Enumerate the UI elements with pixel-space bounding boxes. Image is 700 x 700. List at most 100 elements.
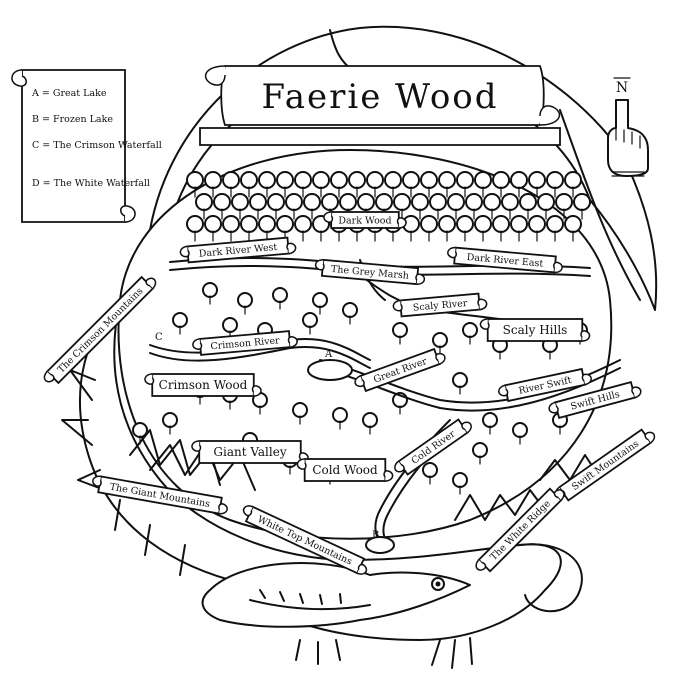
tree-icon — [237, 292, 253, 315]
tree-icon — [510, 171, 528, 198]
tree-icon — [312, 292, 328, 315]
tree-icon — [472, 442, 488, 465]
map-title: Faerie Wood — [261, 77, 498, 117]
tree-icon — [267, 193, 285, 220]
tree-icon — [492, 215, 510, 242]
lakes — [307, 359, 395, 554]
tree-icon — [302, 312, 318, 335]
compass: N — [607, 77, 649, 177]
tree-icon — [312, 171, 330, 198]
tree-icon — [555, 193, 573, 220]
legend-item-d: D = The White Waterfall — [32, 178, 150, 189]
tree-icon — [292, 402, 308, 425]
marker-c: C — [155, 332, 163, 343]
tree-icon — [375, 193, 393, 220]
dragon-body — [61, 299, 583, 669]
tree-icon — [231, 193, 249, 220]
label-scroll-scaly-river: Scaly River — [392, 292, 488, 318]
tree-icon — [474, 215, 492, 242]
label-scroll-cold-wood: Cold Wood — [296, 458, 394, 482]
tree-icon — [510, 215, 528, 242]
tree-icon — [537, 193, 555, 220]
tree-icon — [546, 215, 564, 242]
tree-icon — [429, 193, 447, 220]
tree-icon — [564, 171, 582, 198]
tree-icon — [276, 215, 294, 242]
legend-scroll: A = Great Lake B = Frozen Lake C = The C… — [11, 69, 162, 223]
tree-icon — [392, 322, 408, 345]
tree-icon — [402, 171, 420, 198]
region-label: Scaly River — [412, 298, 468, 314]
tree-icon — [462, 322, 478, 345]
label-scroll-dark-wood: Dark Wood — [323, 211, 407, 229]
tree-icon — [332, 407, 348, 430]
region-label: Swift Mountains — [570, 438, 641, 493]
tree-icon — [172, 312, 188, 335]
tree-icon — [222, 171, 240, 198]
tree-icon — [132, 422, 148, 445]
tree-icon — [573, 193, 591, 220]
tree-icon — [393, 193, 411, 220]
tree-icon — [162, 412, 178, 435]
tree-icon — [384, 171, 402, 198]
tree-icon — [258, 215, 276, 242]
region-label: Dark Wood — [338, 215, 391, 226]
legend-item-c: C = The Crimson Waterfall — [32, 140, 162, 151]
label-scroll-scaly-hills: Scaly Hills — [479, 318, 591, 342]
tree-icon — [465, 193, 483, 220]
tree-icon — [483, 193, 501, 220]
tree-icon — [420, 215, 438, 242]
tree-icon — [204, 215, 222, 242]
tree-icon — [213, 193, 231, 220]
tree-icon — [512, 422, 528, 445]
region-label: Cold Wood — [312, 463, 378, 477]
tree-icon — [432, 332, 448, 355]
tree-icon — [240, 215, 258, 242]
tree-icon — [438, 171, 456, 198]
pointing-hand-icon — [607, 99, 649, 177]
frozen-lake — [365, 536, 395, 554]
compass-letter: N — [616, 80, 628, 96]
tree-icon — [294, 215, 312, 242]
tree-icon — [411, 193, 429, 220]
tree-icon — [564, 215, 582, 242]
tree-icon — [186, 171, 204, 198]
tree-icon — [452, 472, 468, 495]
tree-icon — [294, 171, 312, 198]
marker-a: A — [324, 349, 333, 360]
tree-icon — [342, 302, 358, 325]
tree-icon — [482, 412, 498, 435]
great-lake — [307, 359, 353, 381]
tree-icon — [528, 171, 546, 198]
region-label: Giant Valley — [213, 445, 286, 459]
label-scroll-grey-marsh: The Grey Marsh — [314, 258, 426, 286]
tree-icon — [330, 171, 348, 198]
label-scroll-dark-river-west: Dark River West — [179, 236, 297, 264]
tree-icon — [452, 372, 468, 395]
label-scroll-crimson-wood: Crimson Wood — [144, 373, 262, 397]
tree-icon — [474, 171, 492, 198]
tree-icon — [186, 215, 204, 242]
tree-icon — [348, 171, 366, 198]
tree-icon — [366, 171, 384, 198]
label-scroll-crimson-river: Crimson River — [192, 330, 298, 356]
tree-icon — [249, 193, 267, 220]
tree-icon — [438, 215, 456, 242]
region-label: Crimson Wood — [159, 378, 248, 392]
tree-icon — [222, 215, 240, 242]
tree-icon — [492, 171, 510, 198]
tree-icon — [546, 171, 564, 198]
tree-icon — [501, 193, 519, 220]
region-label: Scaly Hills — [503, 323, 568, 337]
tree-icon — [204, 171, 222, 198]
tree-icon — [303, 193, 321, 220]
tree-icon — [456, 215, 474, 242]
tree-icon — [240, 171, 258, 198]
tree-icon — [447, 193, 465, 220]
title-banner: Faerie Wood — [199, 65, 561, 146]
tree-icon — [202, 282, 218, 305]
legend-item-a: A = Great Lake — [31, 88, 107, 99]
label-scroll-dark-river-east: Dark River East — [447, 246, 563, 274]
tree-icon — [519, 193, 537, 220]
tree-icon — [272, 287, 288, 310]
